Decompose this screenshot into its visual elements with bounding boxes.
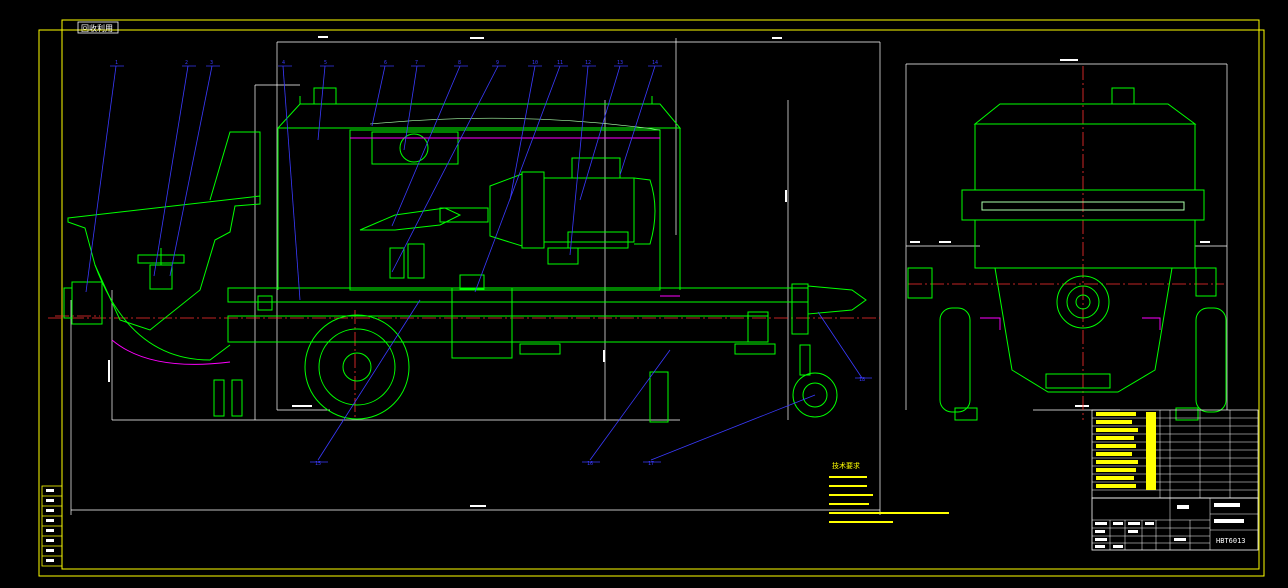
centerlines (48, 66, 1224, 420)
balloon-3: 3 (210, 60, 213, 66)
balloon-1: 1 (115, 60, 118, 66)
balloon-13: 13 (617, 60, 623, 66)
left-binding-strip (41, 485, 63, 567)
hidden-lines (111, 137, 1161, 365)
balloon-4: 4 (282, 60, 285, 66)
balloon-8: 8 (458, 60, 461, 66)
balloon-group: 1 2 3 4 5 6 7 8 9 10 11 12 13 14 15 16 1… (115, 60, 865, 467)
drawing-frame: 回收利用 (38, 19, 1265, 577)
balloon-16: 16 (587, 461, 593, 467)
balloon-7: 7 (415, 60, 418, 66)
dimension-text-marks (108, 36, 1210, 507)
pump-end-view (907, 87, 1227, 421)
balloon-17: 17 (648, 461, 654, 467)
leader-lines (85, 65, 863, 461)
balloon-14: 14 (652, 60, 658, 66)
dimension-lines (70, 38, 1228, 515)
balloon-underlines (110, 65, 872, 463)
pump-side-view (63, 87, 867, 423)
balloon-5: 5 (324, 60, 327, 66)
tech-notes-title: 技术要求 (832, 461, 860, 470)
balloon-6: 6 (384, 60, 387, 66)
balloon-9: 9 (496, 60, 499, 66)
balloon-15: 15 (315, 461, 321, 467)
title-block: HBT6013 (1091, 409, 1259, 551)
balloon-18: 18 (859, 377, 865, 383)
balloon-12: 12 (585, 60, 591, 66)
drawing-number: HBT6013 (1216, 537, 1246, 545)
balloon-11: 11 (557, 60, 563, 66)
stamp-text: 回收利用 (81, 23, 113, 33)
balloon-10: 10 (532, 60, 538, 66)
balloon-2: 2 (185, 60, 188, 66)
technical-notes: 技术要求 (829, 461, 949, 523)
